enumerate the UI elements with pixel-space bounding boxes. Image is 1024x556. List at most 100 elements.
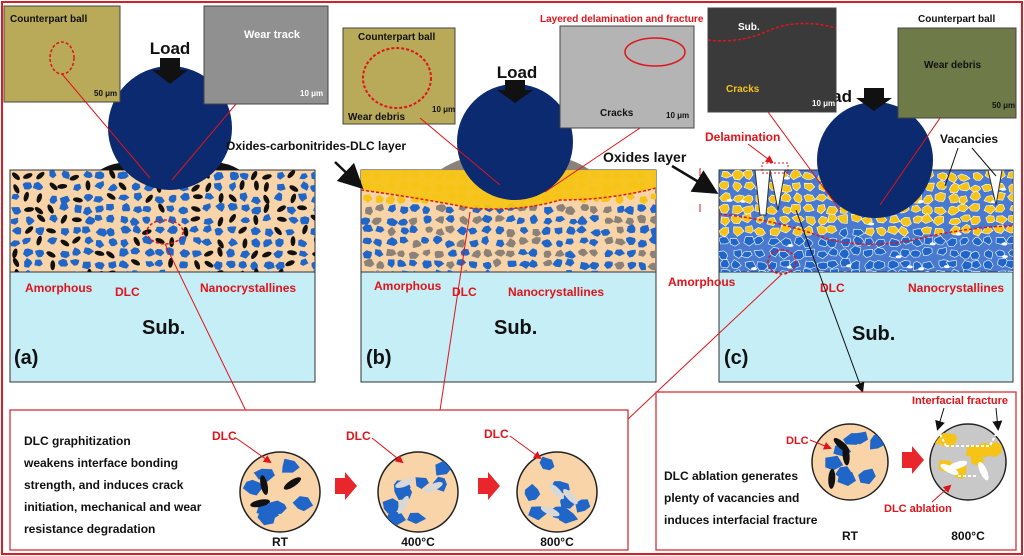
grain (399, 236, 409, 244)
grain (729, 238, 740, 247)
substrate-label-c: Sub. (852, 323, 895, 345)
grain (946, 237, 958, 247)
grain (69, 174, 80, 181)
grain (240, 217, 250, 224)
grain (604, 236, 614, 245)
grain (229, 171, 240, 181)
grain (751, 267, 758, 271)
grain (49, 214, 58, 223)
grain (142, 206, 152, 213)
grain (1008, 183, 1013, 193)
sem-c-caption: Cracks (726, 84, 760, 95)
grain (50, 260, 56, 271)
grain (801, 172, 816, 180)
grain (962, 269, 973, 272)
grain (949, 249, 960, 258)
grain (131, 259, 141, 266)
grain (178, 206, 189, 215)
grain (362, 250, 372, 259)
grain (193, 237, 202, 245)
grain (720, 216, 731, 227)
grain (409, 259, 418, 267)
grain (957, 182, 971, 192)
grain (435, 269, 442, 272)
grain (864, 227, 875, 237)
bottom-right-box: DLC ablation generates plenty of vacanci… (655, 391, 1017, 551)
grain (1005, 259, 1013, 269)
grain (374, 270, 382, 272)
grain (733, 249, 743, 259)
grain (288, 216, 299, 224)
grain (986, 271, 989, 272)
grain (456, 239, 466, 248)
grain (397, 250, 405, 258)
dlc-label-a: DLC (115, 285, 140, 299)
grain (386, 218, 399, 227)
grain (130, 247, 141, 255)
grain (968, 203, 981, 212)
grain (565, 250, 576, 259)
grain (532, 228, 542, 237)
grain (505, 238, 516, 248)
grain (397, 495, 409, 514)
grain (965, 444, 986, 457)
grain (60, 250, 70, 259)
grain (133, 206, 143, 214)
grain (263, 194, 270, 205)
grain (825, 225, 838, 234)
grain (947, 205, 960, 216)
grain (106, 227, 115, 237)
grain (981, 183, 994, 192)
grain (46, 228, 56, 234)
grain (899, 248, 911, 259)
grain (424, 482, 443, 493)
grain (74, 271, 80, 272)
grain (851, 269, 860, 272)
grain (73, 183, 82, 192)
grain (911, 238, 924, 248)
grain (753, 236, 764, 246)
grain (311, 261, 315, 270)
ball-a-scale: 50 μm (94, 89, 117, 98)
amorphous-label-c: Amorphous (668, 275, 736, 289)
grain (70, 259, 80, 266)
grain (580, 203, 590, 212)
grain (929, 242, 936, 246)
grain (864, 260, 875, 271)
grain (481, 235, 489, 246)
grain (23, 173, 33, 179)
grain (924, 271, 930, 272)
grain (843, 433, 863, 445)
load-arrow-a (152, 58, 188, 84)
ball-b (457, 84, 573, 200)
grain (24, 207, 35, 212)
grain (779, 215, 791, 224)
grain (154, 259, 164, 267)
grain (935, 269, 946, 272)
grain (120, 239, 129, 248)
grain (576, 225, 587, 234)
grain (983, 204, 997, 215)
grain (602, 206, 612, 214)
grain (83, 193, 94, 202)
grain (528, 248, 538, 257)
grain (805, 216, 816, 226)
grain (12, 248, 18, 259)
bottom-left-box: DLC graphitization weakens interface bon… (9, 409, 629, 551)
grain (817, 215, 829, 226)
grain (937, 172, 948, 181)
grain (932, 215, 945, 227)
grain (589, 261, 600, 270)
grain (648, 235, 656, 245)
grain (202, 203, 211, 212)
circle-rt-right-grains (825, 431, 887, 489)
grain (505, 250, 515, 258)
grain (959, 223, 971, 234)
grain (997, 257, 1009, 268)
grain (300, 216, 310, 225)
grain (792, 270, 801, 272)
grain (740, 250, 753, 259)
grain (730, 259, 742, 270)
zoom-ring-a (146, 219, 184, 245)
grain (541, 226, 551, 236)
